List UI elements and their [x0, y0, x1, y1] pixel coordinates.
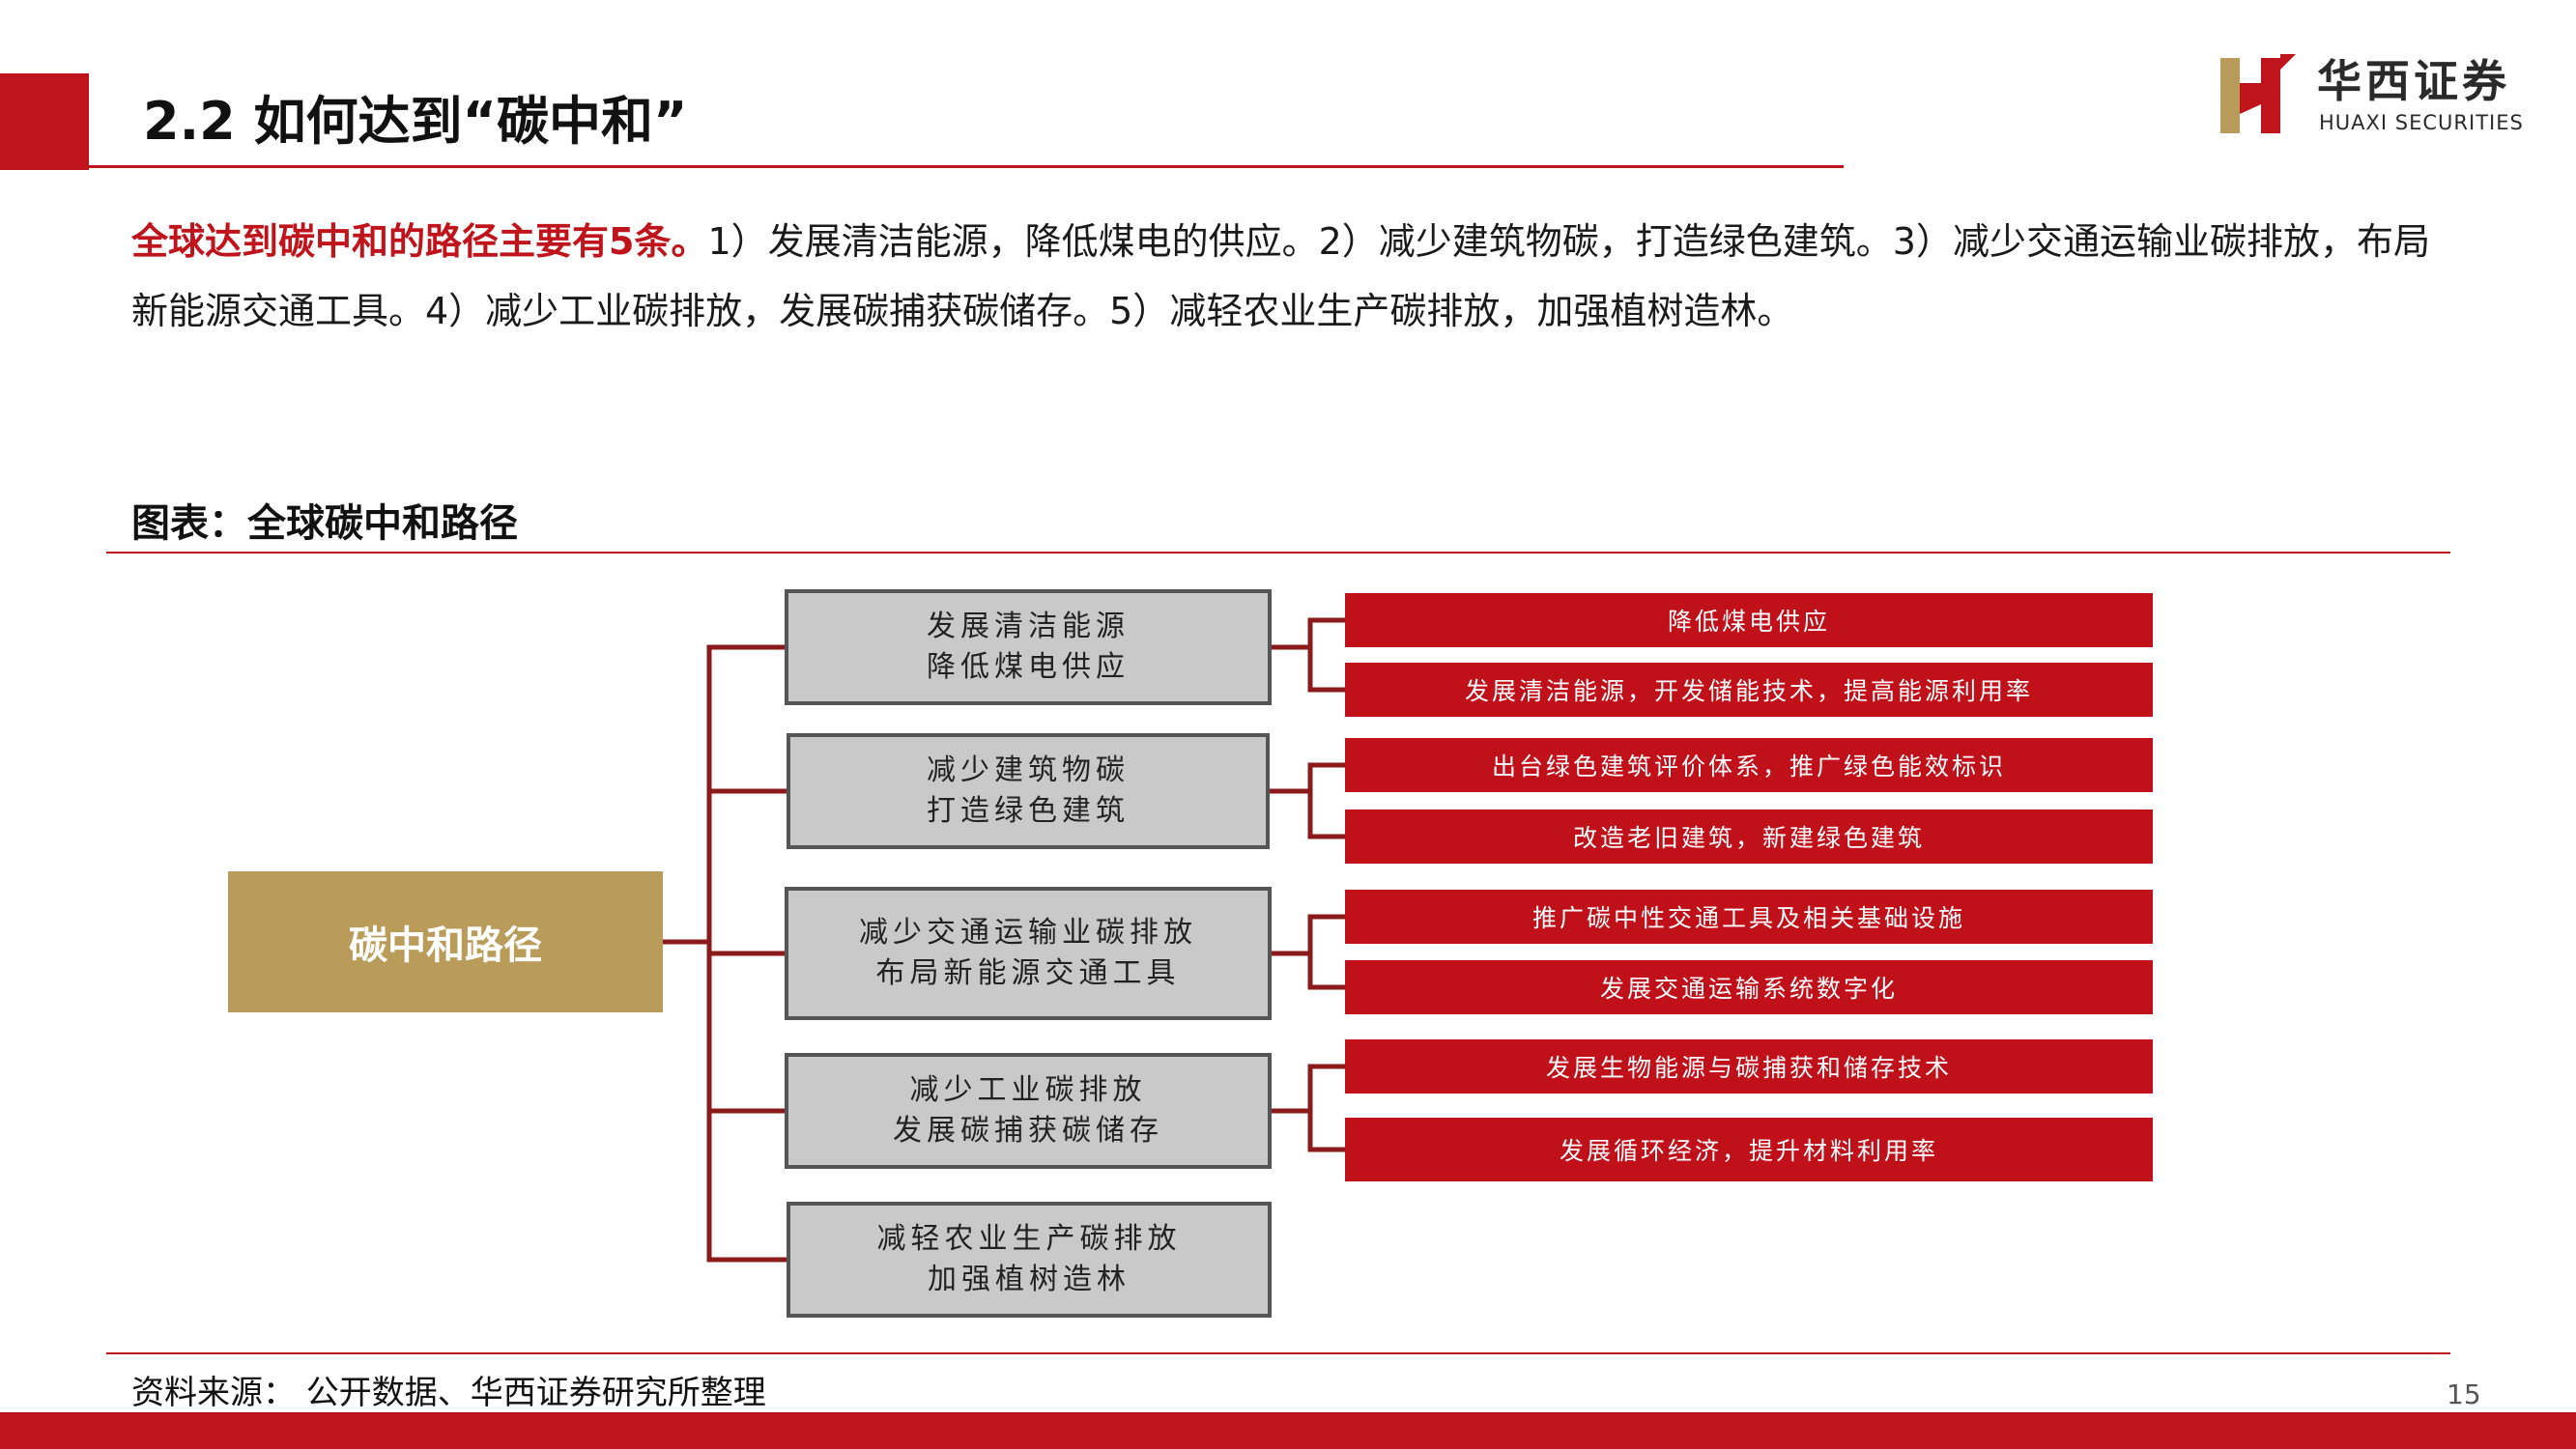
leaf-node: 发展交通运输系统数字化 [1345, 960, 2153, 1014]
branch-node-line: 布局新能源交通工具 [875, 956, 1181, 990]
slide-title: 2.2 如何达到“碳中和” [143, 91, 688, 152]
leaf-node: 发展循环经济，提升材料利用率 [1345, 1118, 2153, 1181]
branch-node-line: 发展清洁能源 [927, 610, 1130, 643]
figure-label: 图表：全球碳中和路径 [131, 501, 518, 546]
branch-node-4: 减少工业碳排放发展碳捕获碳储存 [785, 1053, 1272, 1169]
branch-node-line: 打造绿色建筑 [927, 794, 1130, 828]
branch-node-1: 发展清洁能源降低煤电供应 [785, 589, 1272, 705]
logo-name-cn: 华西证券 [2317, 55, 2510, 107]
leaf-node: 推广碳中性交通工具及相关基础设施 [1345, 890, 2153, 944]
branch-node-line: 加强植树造林 [928, 1263, 1131, 1296]
logo-name-en: HUAXI SECURITIES [2319, 111, 2524, 134]
branch-node-line: 降低煤电供应 [927, 650, 1130, 684]
leaf-node: 发展生物能源与碳捕获和储存技术 [1345, 1039, 2153, 1094]
figure-divider [106, 552, 2450, 554]
footer-accent-bar [0, 1412, 2576, 1449]
source-note: 资料来源： 公开数据、华西证券研究所整理 [131, 1374, 766, 1412]
page-number: 15 [2447, 1378, 2481, 1410]
company-logo: 华西证券 HUAXI SECURITIES [2218, 54, 2537, 137]
leaf-node: 改造老旧建筑，新建绿色建筑 [1345, 810, 2153, 864]
leaf-node: 降低煤电供应 [1345, 593, 2153, 647]
branch-node-2: 减少建筑物碳打造绿色建筑 [787, 733, 1270, 849]
footer-divider [106, 1352, 2450, 1354]
branch-node-3: 减少交通运输业碳排放布局新能源交通工具 [785, 887, 1272, 1020]
branch-node-5: 减轻农业生产碳排放加强植树造林 [787, 1202, 1272, 1318]
intro-paragraph: 全球达到碳中和的路径主要有5条。1）发展清洁能源，降低煤电的供应。2）减少建筑物… [131, 207, 2441, 346]
intro-body: 1）发展清洁能源，降低煤电的供应。2）减少建筑物碳，打造绿色建筑。3）减少交通运… [131, 220, 2430, 332]
branch-node-line: 减少交通运输业碳排放 [859, 916, 1197, 950]
branch-node-line: 发展碳捕获碳储存 [893, 1114, 1163, 1148]
branch-node-line: 减少建筑物碳 [927, 753, 1130, 787]
branch-node-line: 减轻农业生产碳排放 [876, 1222, 1182, 1256]
leaf-node: 出台绿色建筑评价体系，推广绿色能效标识 [1345, 738, 2153, 792]
intro-highlight: 全球达到碳中和的路径主要有5条。 [131, 220, 708, 263]
huaxi-h-logo-icon [2218, 54, 2298, 135]
root-node: 碳中和路径 [228, 871, 663, 1012]
title-divider [87, 165, 1844, 168]
title-accent-bar [0, 73, 89, 170]
leaf-node: 发展清洁能源，开发储能技术，提高能源利用率 [1345, 663, 2153, 717]
branch-node-line: 减少工业碳排放 [909, 1073, 1147, 1107]
